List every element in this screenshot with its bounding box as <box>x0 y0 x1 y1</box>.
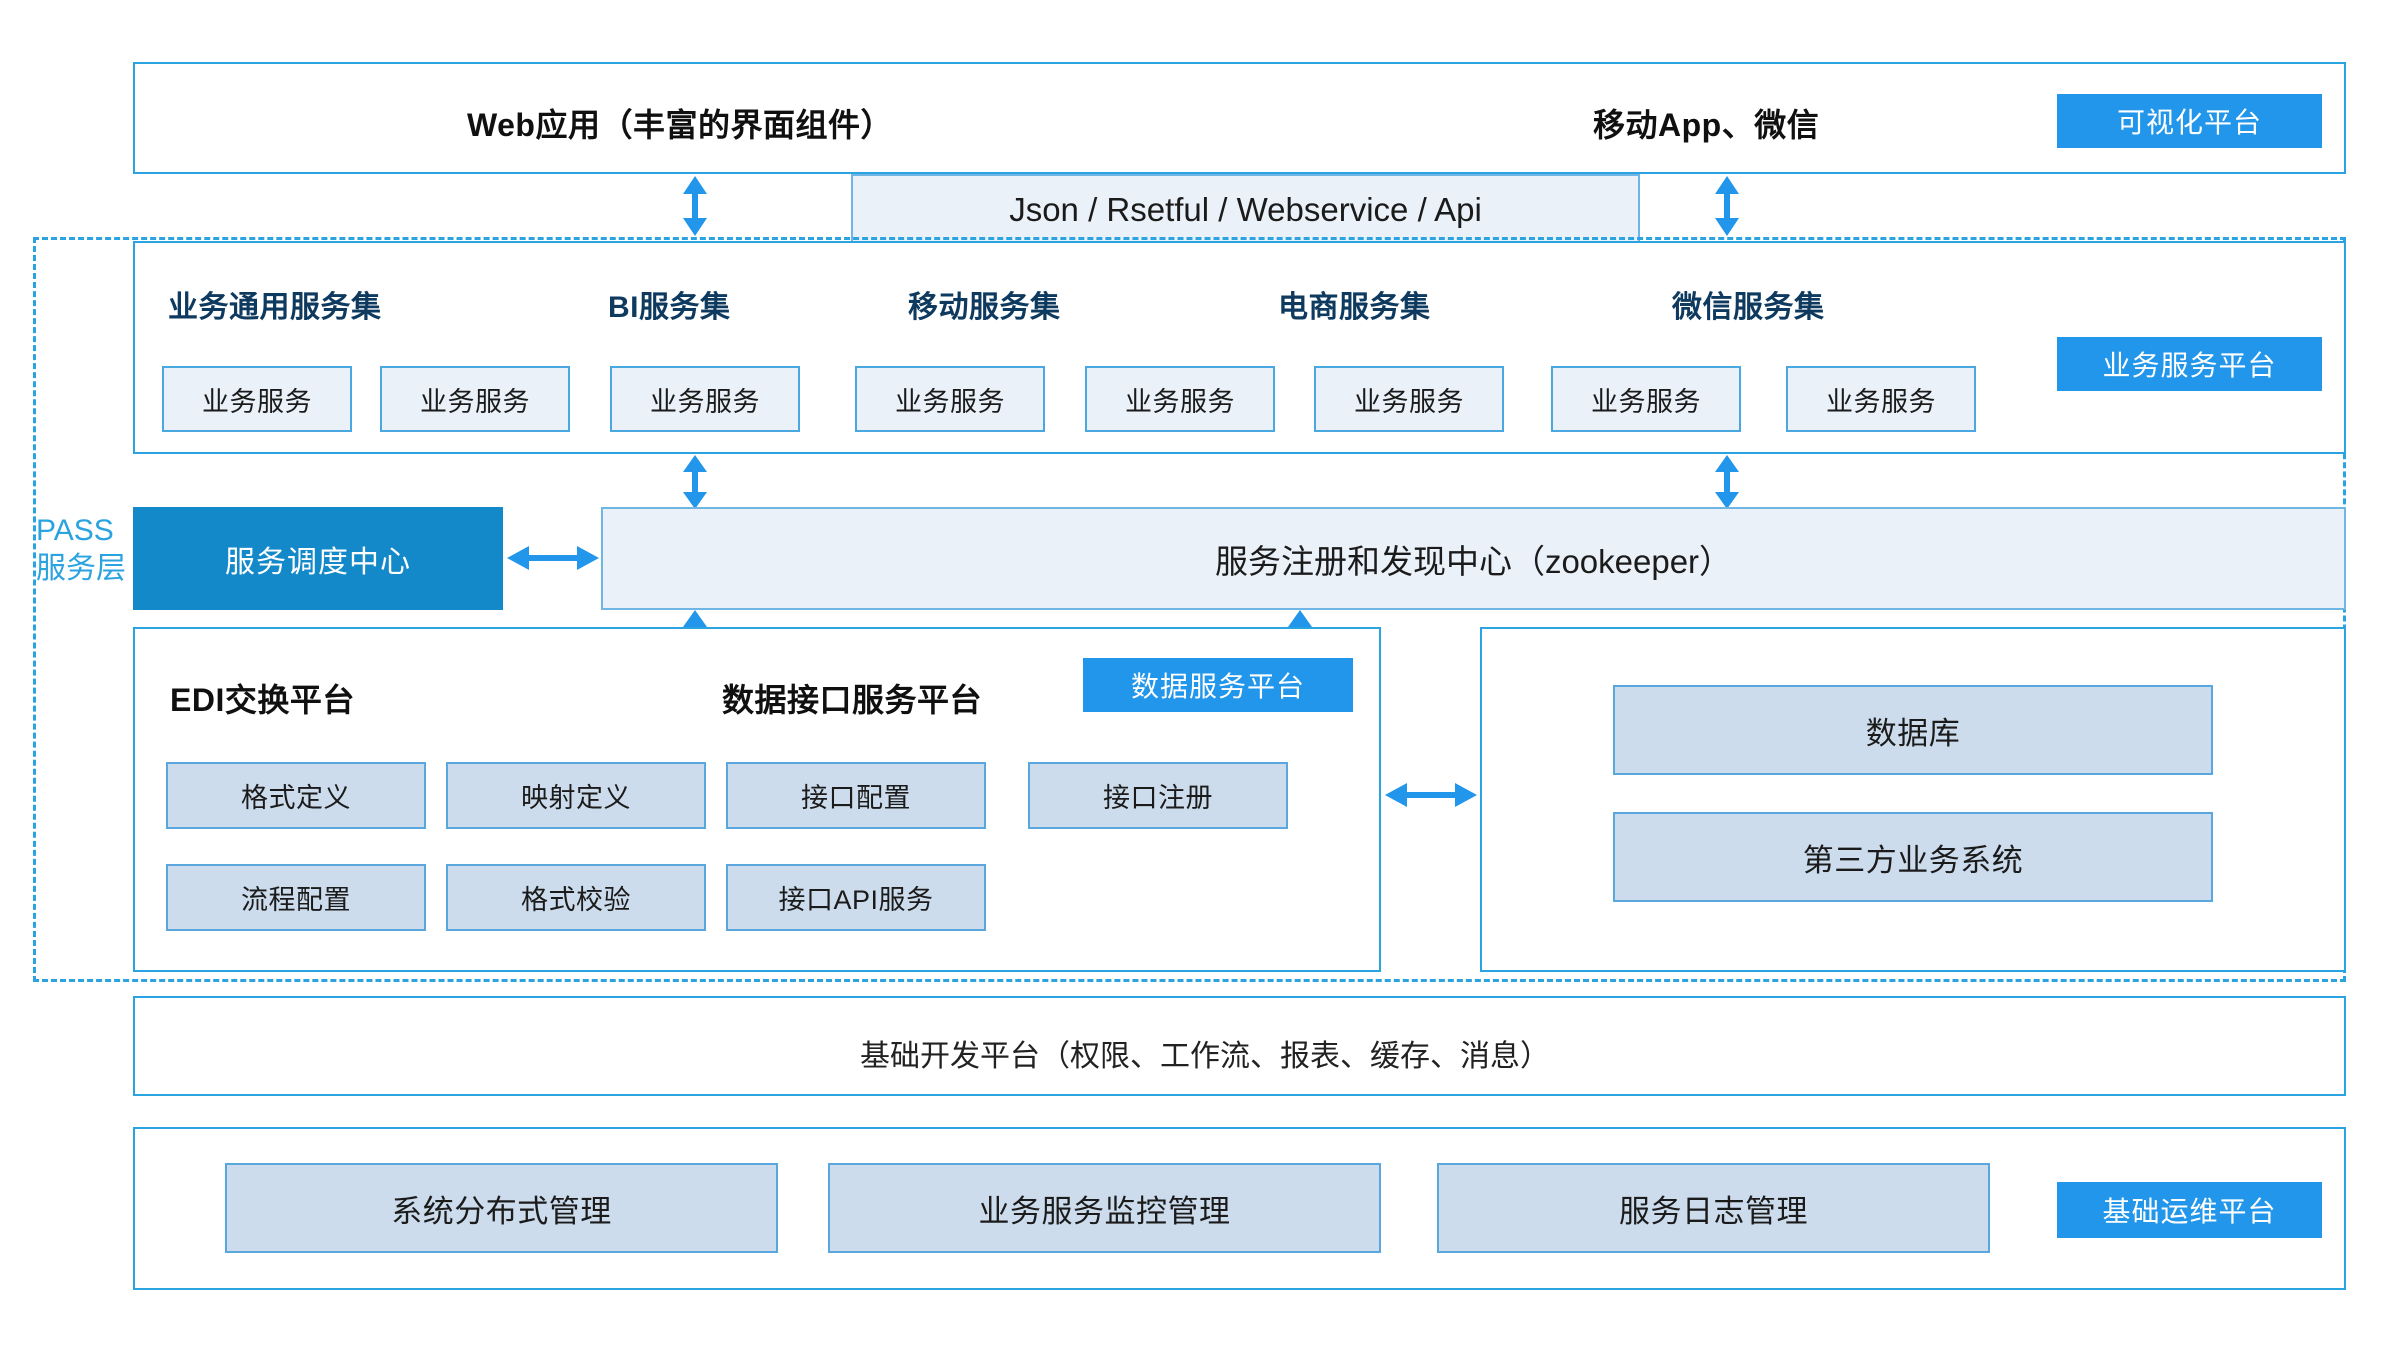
double-arrow-horizontal-icon <box>1385 775 1477 815</box>
ops-item-0[interactable]: 系统分布式管理 <box>225 1163 778 1253</box>
service-group-title-1: BI服务集 <box>608 291 731 324</box>
pass-layer-label-line2: 服务层 <box>36 551 126 585</box>
ops-platform-badge[interactable]: 基础运维平台 <box>2057 1182 2322 1238</box>
foundation-platform-panel <box>133 996 2346 1096</box>
business-service-platform-badge[interactable]: 业务服务平台 <box>2057 337 2322 391</box>
service-box-5[interactable]: 业务服务 <box>1314 366 1504 432</box>
service-group-title-2: 移动服务集 <box>908 291 1061 324</box>
interface-box-2[interactable]: 接口API服务 <box>726 864 986 931</box>
double-arrow-horizontal-icon <box>507 538 599 578</box>
service-group-title-0: 业务通用服务集 <box>168 291 382 324</box>
double-arrow-vertical-icon <box>1707 455 1747 509</box>
visualization-platform-badge[interactable]: 可视化平台 <box>2057 94 2322 148</box>
double-arrow-vertical-icon <box>675 455 715 509</box>
edi-box-1[interactable]: 映射定义 <box>446 762 706 829</box>
edi-box-3[interactable]: 格式校验 <box>446 864 706 931</box>
service-box-6[interactable]: 业务服务 <box>1551 366 1741 432</box>
interface-box-1[interactable]: 接口注册 <box>1028 762 1288 829</box>
service-box-4[interactable]: 业务服务 <box>1085 366 1275 432</box>
service-box-7[interactable]: 业务服务 <box>1786 366 1976 432</box>
service-group-title-4: 微信服务集 <box>1672 291 1825 324</box>
service-box-1[interactable]: 业务服务 <box>380 366 570 432</box>
database-box[interactable]: 数据库 <box>1613 685 2213 775</box>
data-interface-platform-title: 数据接口服务平台 <box>722 682 983 718</box>
foundation-platform-label: 基础开发平台（权限、工作流、报表、缓存、消息） <box>860 1040 1550 1073</box>
edi-box-2[interactable]: 流程配置 <box>166 864 426 931</box>
service-group-title-3: 电商服务集 <box>1278 291 1431 324</box>
ops-item-1[interactable]: 业务服务监控管理 <box>828 1163 1381 1253</box>
pass-layer-label: PASS 服务层 <box>36 512 126 587</box>
edi-box-0[interactable]: 格式定义 <box>166 762 426 829</box>
third-party-system-box[interactable]: 第三方业务系统 <box>1613 812 2213 902</box>
pass-layer-label-line1: PASS <box>36 514 114 547</box>
service-registry-center-box[interactable]: 服务注册和发现中心（zookeeper） <box>601 507 2346 610</box>
data-service-platform-badge[interactable]: 数据服务平台 <box>1083 658 1353 712</box>
api-protocol-bar: Json / Rsetful / Webservice / Api <box>851 174 1640 246</box>
ops-item-2[interactable]: 服务日志管理 <box>1437 1163 1990 1253</box>
double-arrow-vertical-icon <box>1707 176 1747 236</box>
interface-box-0[interactable]: 接口配置 <box>726 762 986 829</box>
external-systems-panel <box>1480 627 2346 972</box>
double-arrow-vertical-icon <box>675 176 715 236</box>
presentation-layer-panel <box>133 62 2346 174</box>
service-dispatch-center-box[interactable]: 服务调度中心 <box>133 507 503 610</box>
service-box-3[interactable]: 业务服务 <box>855 366 1045 432</box>
service-box-0[interactable]: 业务服务 <box>162 366 352 432</box>
service-box-2[interactable]: 业务服务 <box>610 366 800 432</box>
mobile-app-label: 移动App、微信 <box>1593 107 1820 143</box>
web-app-label: Web应用（丰富的界面组件） <box>467 107 893 143</box>
edi-platform-title: EDI交换平台 <box>170 682 355 718</box>
